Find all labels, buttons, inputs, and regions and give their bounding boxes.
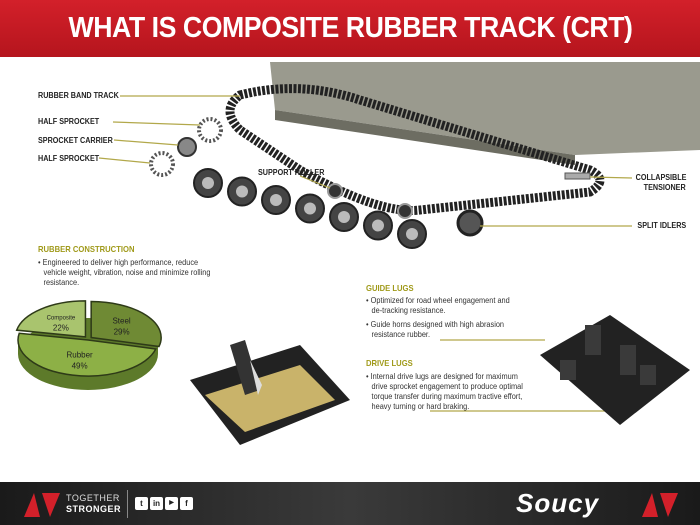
pie-slice-composite bbox=[15, 300, 87, 338]
label-support-roller: SUPPORT ROLLER bbox=[258, 168, 325, 177]
pie-label: Steel bbox=[112, 316, 130, 325]
label-rubber-band-track: RUBBER BAND TRACK bbox=[38, 91, 119, 100]
linkedin-icon[interactable]: in bbox=[150, 497, 163, 510]
facebook-icon[interactable]: f bbox=[180, 497, 193, 510]
youtube-icon[interactable]: ▶ bbox=[165, 497, 178, 510]
bullet: Engineered to deliver high performance, … bbox=[38, 258, 213, 288]
bullet: Internal drive lugs are designed for max… bbox=[366, 372, 527, 412]
track-section-illustration bbox=[190, 340, 350, 445]
label-sprocket-carrier: SPROCKET CARRIER bbox=[38, 136, 113, 145]
pie-value-label: 29% bbox=[114, 327, 130, 336]
label-tensioner: TENSIONER bbox=[643, 183, 686, 192]
rubber-band-track bbox=[225, 84, 605, 215]
brand-logo: Soucy bbox=[516, 488, 600, 518]
pie-value-label: 22% bbox=[53, 324, 69, 333]
tensioner-icon bbox=[564, 172, 591, 180]
pie-label: Rubber bbox=[66, 350, 93, 359]
twitter-icon[interactable]: t bbox=[135, 497, 148, 510]
half-sprocket-2-icon bbox=[149, 151, 175, 177]
page-title: WHAT IS COMPOSITE RUBBER TRACK (CRT) bbox=[68, 12, 632, 44]
pie-slice-rubber bbox=[17, 332, 157, 377]
label-half-sprocket: HALF SPROCKET bbox=[38, 117, 100, 126]
pie-value-label: 49% bbox=[72, 361, 88, 370]
soucy-logo-icon bbox=[24, 493, 60, 517]
bullet: Guide horns designed with high abrasion … bbox=[366, 320, 513, 340]
guide-lugs-list: Optimized for road wheel engagement and … bbox=[366, 296, 513, 344]
rubber-construction-heading: RUBBER CONSTRUCTION bbox=[38, 244, 135, 254]
pie-slice-steel bbox=[90, 300, 162, 348]
vehicle-hull bbox=[270, 62, 700, 155]
brand-logo-icon bbox=[642, 493, 678, 517]
guide-lugs-heading: GUIDE LUGS bbox=[366, 283, 414, 293]
bullet: Optimized for road wheel engagement and … bbox=[366, 296, 513, 316]
title-banner: WHAT IS COMPOSITE RUBBER TRACK (CRT) bbox=[0, 0, 700, 57]
label-split-idlers: SPLIT IDLERS bbox=[637, 221, 686, 230]
composition-pie-chart: Composite 22% Steel 29% Rubber 49% bbox=[15, 300, 162, 390]
label-collapsible: COLLAPSIBLE bbox=[635, 173, 686, 182]
support-roller-icon bbox=[327, 183, 343, 199]
drive-lugs-heading: DRIVE LUGS bbox=[366, 358, 413, 368]
drive-lugs-list: Internal drive lugs are designed for max… bbox=[366, 372, 527, 416]
pie-label: Composite bbox=[47, 316, 76, 322]
road-wheels bbox=[193, 168, 427, 249]
split-idler-icon bbox=[456, 209, 484, 237]
track-diagram: Composite 22% Steel 29% Rubber 49% bbox=[15, 62, 700, 445]
half-sprocket-1-icon bbox=[197, 117, 223, 143]
label-half-sprocket-2: HALF SPROCKET bbox=[38, 154, 100, 163]
rubber-construction-list: Engineered to deliver high performance, … bbox=[38, 258, 213, 292]
drive-lug-illustration bbox=[540, 315, 690, 425]
sprocket-carrier-icon bbox=[177, 137, 197, 157]
